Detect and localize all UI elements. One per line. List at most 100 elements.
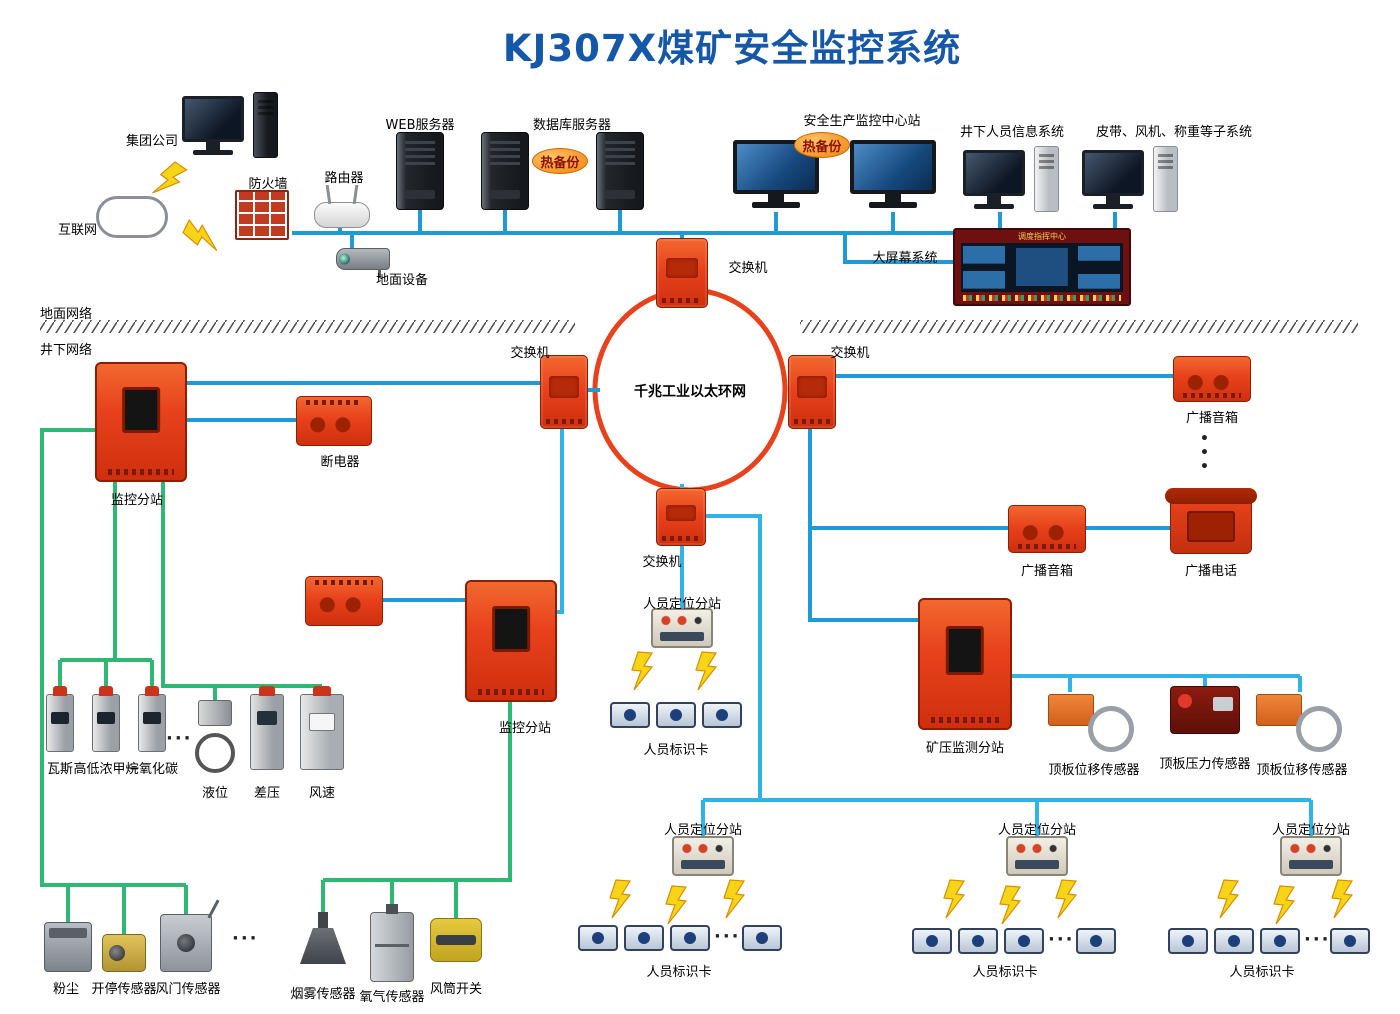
monitor-substation-2-icon: [465, 580, 557, 702]
roof-pressure-label: 顶板压力传感器: [1159, 757, 1251, 772]
id-card-icon: [1330, 928, 1370, 954]
personnel-substation-4-icon: [1280, 836, 1342, 876]
id-card-icon: [958, 928, 998, 954]
monitor-screen-icon: [1082, 150, 1144, 196]
internet-label: 互联网: [58, 223, 98, 238]
personnel-info-computer-icon: [963, 146, 1059, 218]
internet-cloud-icon: [96, 181, 168, 238]
center-station-monitor-2-icon: [850, 140, 936, 194]
id-card-3-label: 人员标识卡: [972, 965, 1038, 980]
belt-fan-computer-icon: [1082, 146, 1178, 218]
monitor-substation-2-label: 监控分站: [498, 721, 552, 736]
ethernet-ring-label: 千兆工业以太环网: [634, 384, 746, 400]
monitor-screen-icon: [182, 96, 244, 142]
gas-sensor-icon: [46, 694, 74, 752]
breaker-label: 断电器: [320, 455, 360, 470]
firewall-label: 防火墙: [248, 177, 288, 192]
id-card-4-label: 人员标识卡: [1229, 965, 1295, 980]
underground-network-label: 井下网络: [40, 343, 93, 358]
dust-sensor-icon: [44, 922, 92, 972]
personnel-substation-3-label: 人员定位分站: [997, 823, 1077, 838]
personnel-substation-2-label: 人员定位分站: [663, 823, 743, 838]
dust-label: 粉尘: [52, 982, 80, 997]
gas-label: 瓦斯: [46, 762, 74, 777]
id-card-icon: [1260, 928, 1300, 954]
network-boundary-hatch-left: [40, 320, 575, 333]
group-company-label: 集团公司: [125, 134, 179, 149]
personnel-info-system-label: 井下人员信息系统: [959, 125, 1065, 140]
diff-pressure-sensor-icon: [250, 694, 284, 770]
switch-right-icon: [788, 355, 836, 429]
id-card-icon: [656, 702, 696, 728]
id-card-icon: [1168, 928, 1208, 954]
ellipsis: ···: [1304, 929, 1331, 950]
switch-top-icon: [656, 238, 708, 308]
co-sensor-icon: [138, 694, 166, 752]
id-card-icon: [702, 702, 742, 728]
router-label: 路由器: [324, 171, 364, 186]
roof-displacement-2-label: 顶板位移传感器: [1256, 763, 1348, 778]
computer-tower-icon: [253, 92, 278, 158]
onoff-label: 开停传感器: [91, 982, 157, 997]
network-boundary-hatch-right: [800, 320, 1358, 333]
roof-pressure-sensor-icon: [1170, 686, 1240, 734]
oxygen-sensor-icon: [370, 912, 414, 982]
surface-camera-icon: [336, 248, 390, 278]
roof-displacement-sensor-2-icon: [1256, 690, 1348, 754]
switch-left-icon: [540, 355, 588, 429]
id-card-icon: [912, 928, 952, 954]
level-label: 液位: [201, 786, 229, 801]
speaker-1-icon: [1173, 356, 1251, 402]
pressure-substation-label: 矿压监测分站: [925, 741, 1005, 756]
ellipsis: ···: [1048, 929, 1075, 950]
air-door-sensor-icon: [160, 914, 212, 972]
db-server-1-icon: [481, 132, 529, 210]
oxygen-label: 氧气传感器: [359, 990, 425, 1005]
air-door-label: 风门传感器: [155, 982, 221, 997]
vertical-ellipsis: • • •: [1200, 431, 1209, 475]
ellipsis: ···: [714, 926, 741, 947]
monitor-substation-1-icon: [95, 362, 187, 482]
ellipsis: ···: [232, 928, 259, 949]
db-server-label: 数据库服务器: [532, 118, 612, 133]
wind-speed-sensor-icon: [300, 694, 344, 770]
personnel-substation-1-icon: [651, 608, 713, 648]
speaker-2-label: 广播音箱: [1020, 564, 1074, 579]
methane-sensor-icon: [92, 694, 120, 752]
big-screen-panel-title: 调度指挥中心: [1018, 232, 1066, 241]
pressure-substation-icon: [918, 598, 1012, 730]
breaker-1-icon: [296, 396, 372, 446]
surface-equipment-label: 地面设备: [375, 273, 429, 288]
surface-network-label: 地面网络: [40, 307, 93, 322]
breaker-2-icon: [305, 576, 383, 626]
switch-top-label: 交换机: [728, 261, 768, 276]
web-server-label: WEB服务器: [385, 118, 455, 133]
big-screen-panel-icon: 调度指挥中心: [953, 228, 1131, 306]
diff-pressure-label: 差压: [253, 786, 281, 801]
monitor-screen-icon: [963, 150, 1025, 196]
personnel-substation-4-label: 人员定位分站: [1271, 823, 1351, 838]
center-station-label: 安全生产监控中心站: [803, 114, 921, 129]
personnel-substation-3-icon: [1006, 836, 1068, 876]
broadcast-phone-icon: [1165, 488, 1257, 554]
broadcast-phone-label: 广播电话: [1184, 564, 1238, 579]
id-card-1-label: 人员标识卡: [643, 743, 709, 758]
wind-speed-label: 风速: [308, 786, 336, 801]
switch-left-label: 交换机: [510, 346, 550, 361]
id-card-icon: [610, 702, 650, 728]
switch-right-label: 交换机: [830, 346, 870, 361]
roof-displacement-1-label: 顶板位移传感器: [1048, 763, 1140, 778]
belt-fan-system-label: 皮带、风机、称重等子系统: [1095, 125, 1253, 140]
personnel-substation-1-label: 人员定位分站: [642, 597, 722, 612]
id-card-icon: [578, 925, 618, 951]
id-card-icon: [1214, 928, 1254, 954]
big-screen-panel-screens: [961, 243, 1123, 292]
switch-bottom-label: 交换机: [642, 555, 682, 570]
roof-displacement-sensor-1-icon: [1048, 690, 1140, 754]
computer-tower-icon: [1153, 146, 1178, 212]
onoff-sensor-icon: [102, 934, 146, 972]
db-server-2-icon: [596, 132, 644, 210]
id-card-icon: [1076, 928, 1116, 954]
switch-bottom-icon: [656, 488, 706, 546]
